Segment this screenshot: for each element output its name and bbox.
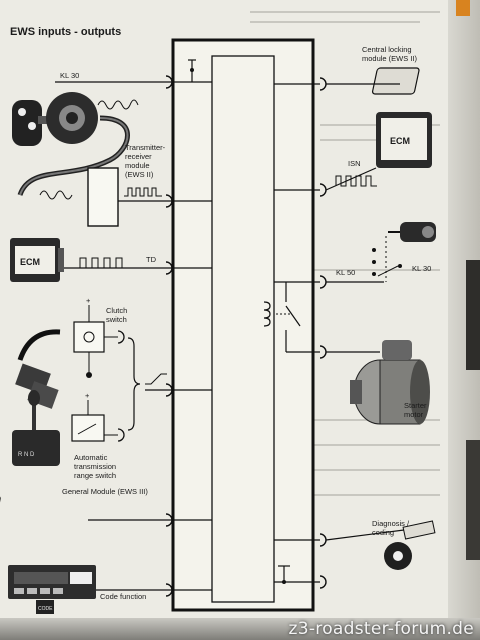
svg-text:range switch: range switch bbox=[74, 471, 116, 480]
svg-text:CODE: CODE bbox=[38, 606, 53, 612]
orange-page-tab bbox=[456, 0, 470, 16]
dark-photo-edge-2 bbox=[466, 440, 480, 560]
svg-text:+: + bbox=[86, 296, 91, 305]
ews-control-unit-frame bbox=[171, 38, 315, 612]
svg-text:KL 50: KL 50 bbox=[336, 268, 355, 277]
diagram-title: EWS inputs - outputs bbox=[10, 26, 121, 38]
svg-text:Diagnosis /: Diagnosis / bbox=[372, 519, 410, 528]
svg-text:Automatic: Automatic bbox=[74, 453, 108, 462]
svg-text:Starter: Starter bbox=[404, 401, 427, 410]
svg-text:receiver: receiver bbox=[125, 152, 152, 161]
svg-text:module (EWS II): module (EWS II) bbox=[362, 54, 418, 63]
svg-text:Central locking: Central locking bbox=[362, 45, 412, 54]
ecm-right-output: ECM ISN bbox=[274, 112, 432, 197]
code-function-radio: CODE Code function bbox=[8, 565, 212, 614]
svg-text:Transmitter-: Transmitter- bbox=[125, 143, 166, 152]
page-shadow bbox=[0, 618, 480, 640]
automatic-transmission-range-switch: + R N D Automatic transmission range swi… bbox=[12, 390, 125, 480]
isn-label: ISN bbox=[348, 159, 361, 168]
ecm-right-label: ECM bbox=[390, 136, 410, 146]
dark-photo-edge-1 bbox=[466, 260, 480, 370]
td-label: TD bbox=[146, 255, 157, 264]
ignition-key-and-ring-antenna bbox=[12, 92, 139, 200]
svg-text:module: module bbox=[125, 161, 150, 170]
svg-text:Clutch: Clutch bbox=[106, 306, 127, 315]
ecm-left-label: ECM bbox=[20, 257, 40, 267]
svg-text:(EWS II): (EWS II) bbox=[125, 170, 154, 179]
svg-text:+: + bbox=[85, 391, 90, 400]
svg-text:motor: motor bbox=[404, 410, 424, 419]
general-module: General Module (EWS III) bbox=[0, 487, 212, 527]
starter-motor: Starter motor bbox=[350, 340, 430, 425]
ecm-left-input: ECM TD bbox=[10, 238, 212, 282]
ignition-switch: KL 50 KL 30 bbox=[274, 222, 436, 289]
kl30-input: KL 30 bbox=[55, 59, 212, 89]
transmitter-receiver-module: Transmitter- receiver module (EWS II) bbox=[87, 143, 212, 227]
input-brace bbox=[127, 337, 212, 431]
ground-connection bbox=[274, 565, 327, 589]
starter-relay bbox=[263, 282, 380, 359]
central-locking-module: Central locking module (EWS II) bbox=[274, 45, 420, 95]
svg-text:transmission: transmission bbox=[74, 462, 116, 471]
svg-text:R N D: R N D bbox=[18, 452, 35, 458]
svg-text:General Module (EWS III): General Module (EWS III) bbox=[62, 487, 148, 496]
svg-text:Code function: Code function bbox=[100, 592, 146, 601]
svg-text:switch: switch bbox=[106, 315, 127, 324]
kl30-left-label: KL 30 bbox=[60, 71, 79, 80]
diagnosis-coding: Diagnosis / coding bbox=[274, 519, 436, 570]
svg-text:KL 30: KL 30 bbox=[412, 264, 431, 273]
ews-inner-module bbox=[211, 55, 275, 603]
forum-watermark: z3-roadster-forum.de bbox=[288, 619, 474, 639]
